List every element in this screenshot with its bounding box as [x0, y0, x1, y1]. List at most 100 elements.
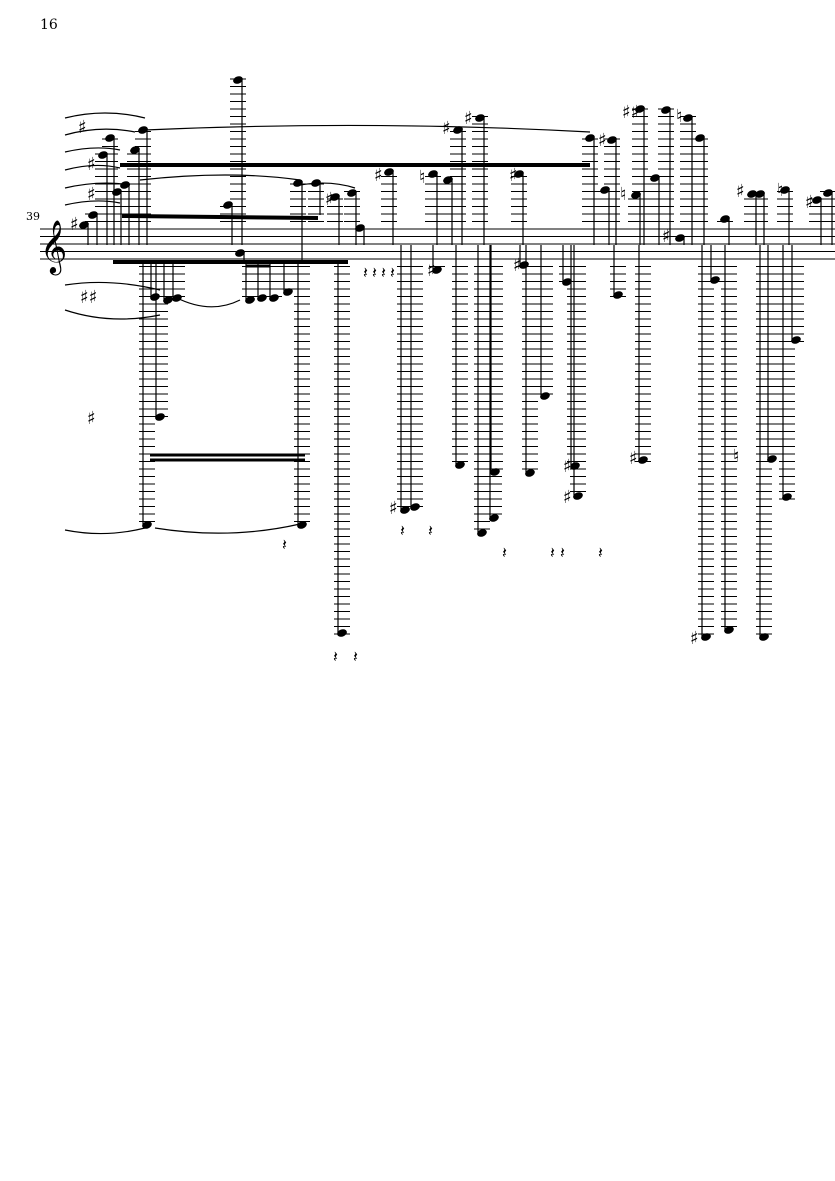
slurs — [64, 112, 591, 535]
accidental-icon: ♯ — [690, 628, 699, 649]
slur — [144, 124, 591, 133]
accidental-icon: ♯ — [513, 255, 522, 276]
note-head — [163, 296, 173, 304]
slur — [64, 200, 121, 206]
accidental-icon: ♯♯ — [80, 287, 97, 308]
rest-icon: 𝄽 — [353, 647, 358, 666]
rest-icon: 𝄽 — [400, 521, 405, 540]
slur — [64, 112, 146, 119]
note-head — [585, 134, 595, 142]
note-head — [297, 521, 307, 529]
slur — [139, 174, 301, 181]
note-head — [812, 196, 822, 204]
note-head — [631, 191, 641, 199]
accidental-icon: ♯ — [563, 487, 572, 508]
note-head — [540, 392, 550, 400]
note-head — [150, 293, 160, 301]
accidental-icon: ♯ — [598, 130, 607, 151]
note-head — [223, 201, 233, 209]
note-head — [269, 294, 279, 302]
accidental-icon: ♮ — [620, 184, 626, 205]
accidental-icon: ♯ — [464, 108, 473, 129]
note-head — [791, 336, 801, 344]
note-head — [701, 633, 711, 641]
note-head — [489, 514, 499, 522]
note-head — [710, 276, 720, 284]
note-head — [759, 633, 769, 641]
slur — [299, 182, 356, 189]
note-head — [600, 186, 610, 194]
note-head — [477, 529, 487, 537]
slur — [154, 523, 301, 534]
accidental-icon: ♯ — [87, 184, 96, 205]
measure-number: 39 — [26, 210, 40, 223]
rest-icon: 𝄽 — [372, 263, 377, 282]
rests: 𝄽𝄽𝄽𝄽𝄽𝄽𝄽𝄽𝄽𝄽𝄽𝄽𝄽 — [282, 263, 603, 666]
note-head — [720, 215, 730, 223]
accidental-icon: ♯ — [325, 189, 334, 210]
accidental-icon: ♯ — [442, 118, 451, 139]
note-head — [514, 170, 524, 178]
note-head — [780, 186, 790, 194]
accidental-icon: ♮ — [419, 167, 425, 188]
note-head — [683, 114, 693, 122]
note-head — [443, 176, 453, 184]
rest-icon: 𝄽 — [428, 521, 433, 540]
accidentals: ♯♯♯♯♯♯♯♯♯♮♯♯♯♯♯♯♯♯♯♯♯♮♯♯♮♯♮♯♮♯ — [70, 102, 814, 649]
note-head — [98, 151, 108, 159]
rest-icon: 𝄽 — [598, 543, 603, 562]
note-heads — [79, 76, 833, 641]
note-head — [823, 189, 833, 197]
note-head — [142, 521, 152, 529]
note-head — [79, 221, 89, 229]
accidental-icon: ♯ — [736, 181, 745, 202]
accidental-icon: ♮ — [733, 446, 739, 467]
note-head — [400, 506, 410, 514]
note-head — [675, 234, 685, 242]
slur — [64, 281, 161, 291]
note-head — [384, 168, 394, 176]
note-head — [755, 190, 765, 198]
ledger-lines — [85, 78, 835, 635]
note-head — [130, 146, 140, 154]
accidental-icon: ♯♯ — [622, 102, 639, 123]
note-head — [724, 626, 734, 634]
note-head — [455, 461, 465, 469]
accidental-icon: ♯ — [427, 260, 436, 281]
note-head — [475, 114, 485, 122]
accidental-icon: ♯ — [78, 117, 87, 138]
rest-icon: 𝄽 — [502, 543, 507, 562]
treble-clef-icon: 𝄞 — [40, 219, 67, 275]
accidental-icon: ♯ — [629, 448, 638, 469]
rest-icon: 𝄽 — [560, 543, 565, 562]
rest-icon: 𝄽 — [282, 535, 287, 554]
accidental-icon: ♯ — [70, 214, 79, 235]
slur — [64, 527, 146, 535]
accidental-icon: ♯ — [87, 408, 96, 429]
note-head — [88, 211, 98, 219]
note-head — [453, 126, 463, 134]
note-head — [245, 296, 255, 304]
rest-icon: 𝄽 — [381, 263, 386, 282]
note-head — [155, 413, 165, 421]
rest-icon: 𝄽 — [333, 647, 338, 666]
rest-icon: 𝄽 — [390, 263, 395, 282]
note-head — [767, 455, 777, 463]
note-head — [428, 170, 438, 178]
note-head — [337, 629, 347, 637]
slur — [64, 182, 131, 189]
rest-icon: 𝄽 — [363, 263, 368, 282]
note-head — [782, 493, 792, 501]
rest-icon: 𝄽 — [550, 543, 555, 562]
note-head — [490, 468, 500, 476]
note-head — [105, 134, 115, 142]
accidental-icon: ♯ — [389, 498, 398, 519]
accidental-icon: ♯ — [374, 165, 383, 186]
page-number: 16 — [40, 17, 58, 33]
note-head — [355, 224, 365, 232]
note-head — [650, 174, 660, 182]
note-head — [347, 189, 357, 197]
note-head — [613, 291, 623, 299]
note-head — [562, 278, 572, 286]
slur — [64, 128, 136, 136]
